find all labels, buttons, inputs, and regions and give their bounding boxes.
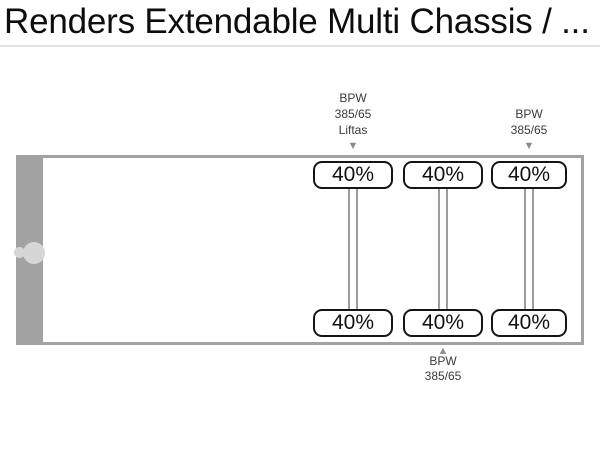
axle-shaft-line (356, 187, 358, 311)
kingpin-icon (23, 242, 45, 264)
axle-shaft-line (438, 187, 440, 311)
arrow-down-icon: ▼ (347, 140, 359, 152)
axle-group-2: 40% 40% (403, 161, 483, 337)
axle-group-3: 40% 40% (491, 161, 567, 337)
tire-wear-badge: 40% (491, 309, 567, 337)
middle-axle-label: BPW 385/65 (393, 354, 493, 384)
rear-axle-label-line: 385/65 (510, 123, 548, 137)
title-divider (0, 45, 600, 47)
middle-axle-label-line: 385/65 (424, 369, 462, 383)
tire-wear-badge: 40% (403, 161, 483, 189)
rear-axle-label: BPW 385/65 (479, 106, 579, 138)
axle-shaft-line (524, 187, 526, 311)
arrow-up-icon: ▲ (437, 345, 449, 357)
tire-wear-badge: 40% (491, 161, 567, 189)
page-title: Renders Extendable Multi Chassis / ... (4, 2, 590, 41)
chassis-outline (14, 155, 584, 345)
chassis-front-bar (14, 158, 45, 342)
axle-group-1: 40% 40% (313, 161, 393, 337)
middle-axle-label-line: BPW (429, 354, 457, 368)
axle-shaft-line (446, 187, 448, 311)
tire-wear-badge: 40% (403, 309, 483, 337)
rear-axle-label-line: BPW (515, 107, 543, 121)
axle-shaft-line (532, 187, 534, 311)
axle-shaft-line (348, 187, 350, 311)
front-axle-label-line: BPW (339, 91, 367, 105)
tire-wear-badge: 40% (313, 309, 393, 337)
arrow-down-icon: ▼ (523, 140, 535, 152)
front-axle-label-line: 385/65 (334, 107, 372, 121)
front-axle-label-line: Liftas (338, 123, 368, 137)
kingpin-nub (14, 247, 25, 258)
tire-wear-badge: 40% (313, 161, 393, 189)
front-axle-label: BPW 385/65 Liftas (303, 90, 403, 138)
